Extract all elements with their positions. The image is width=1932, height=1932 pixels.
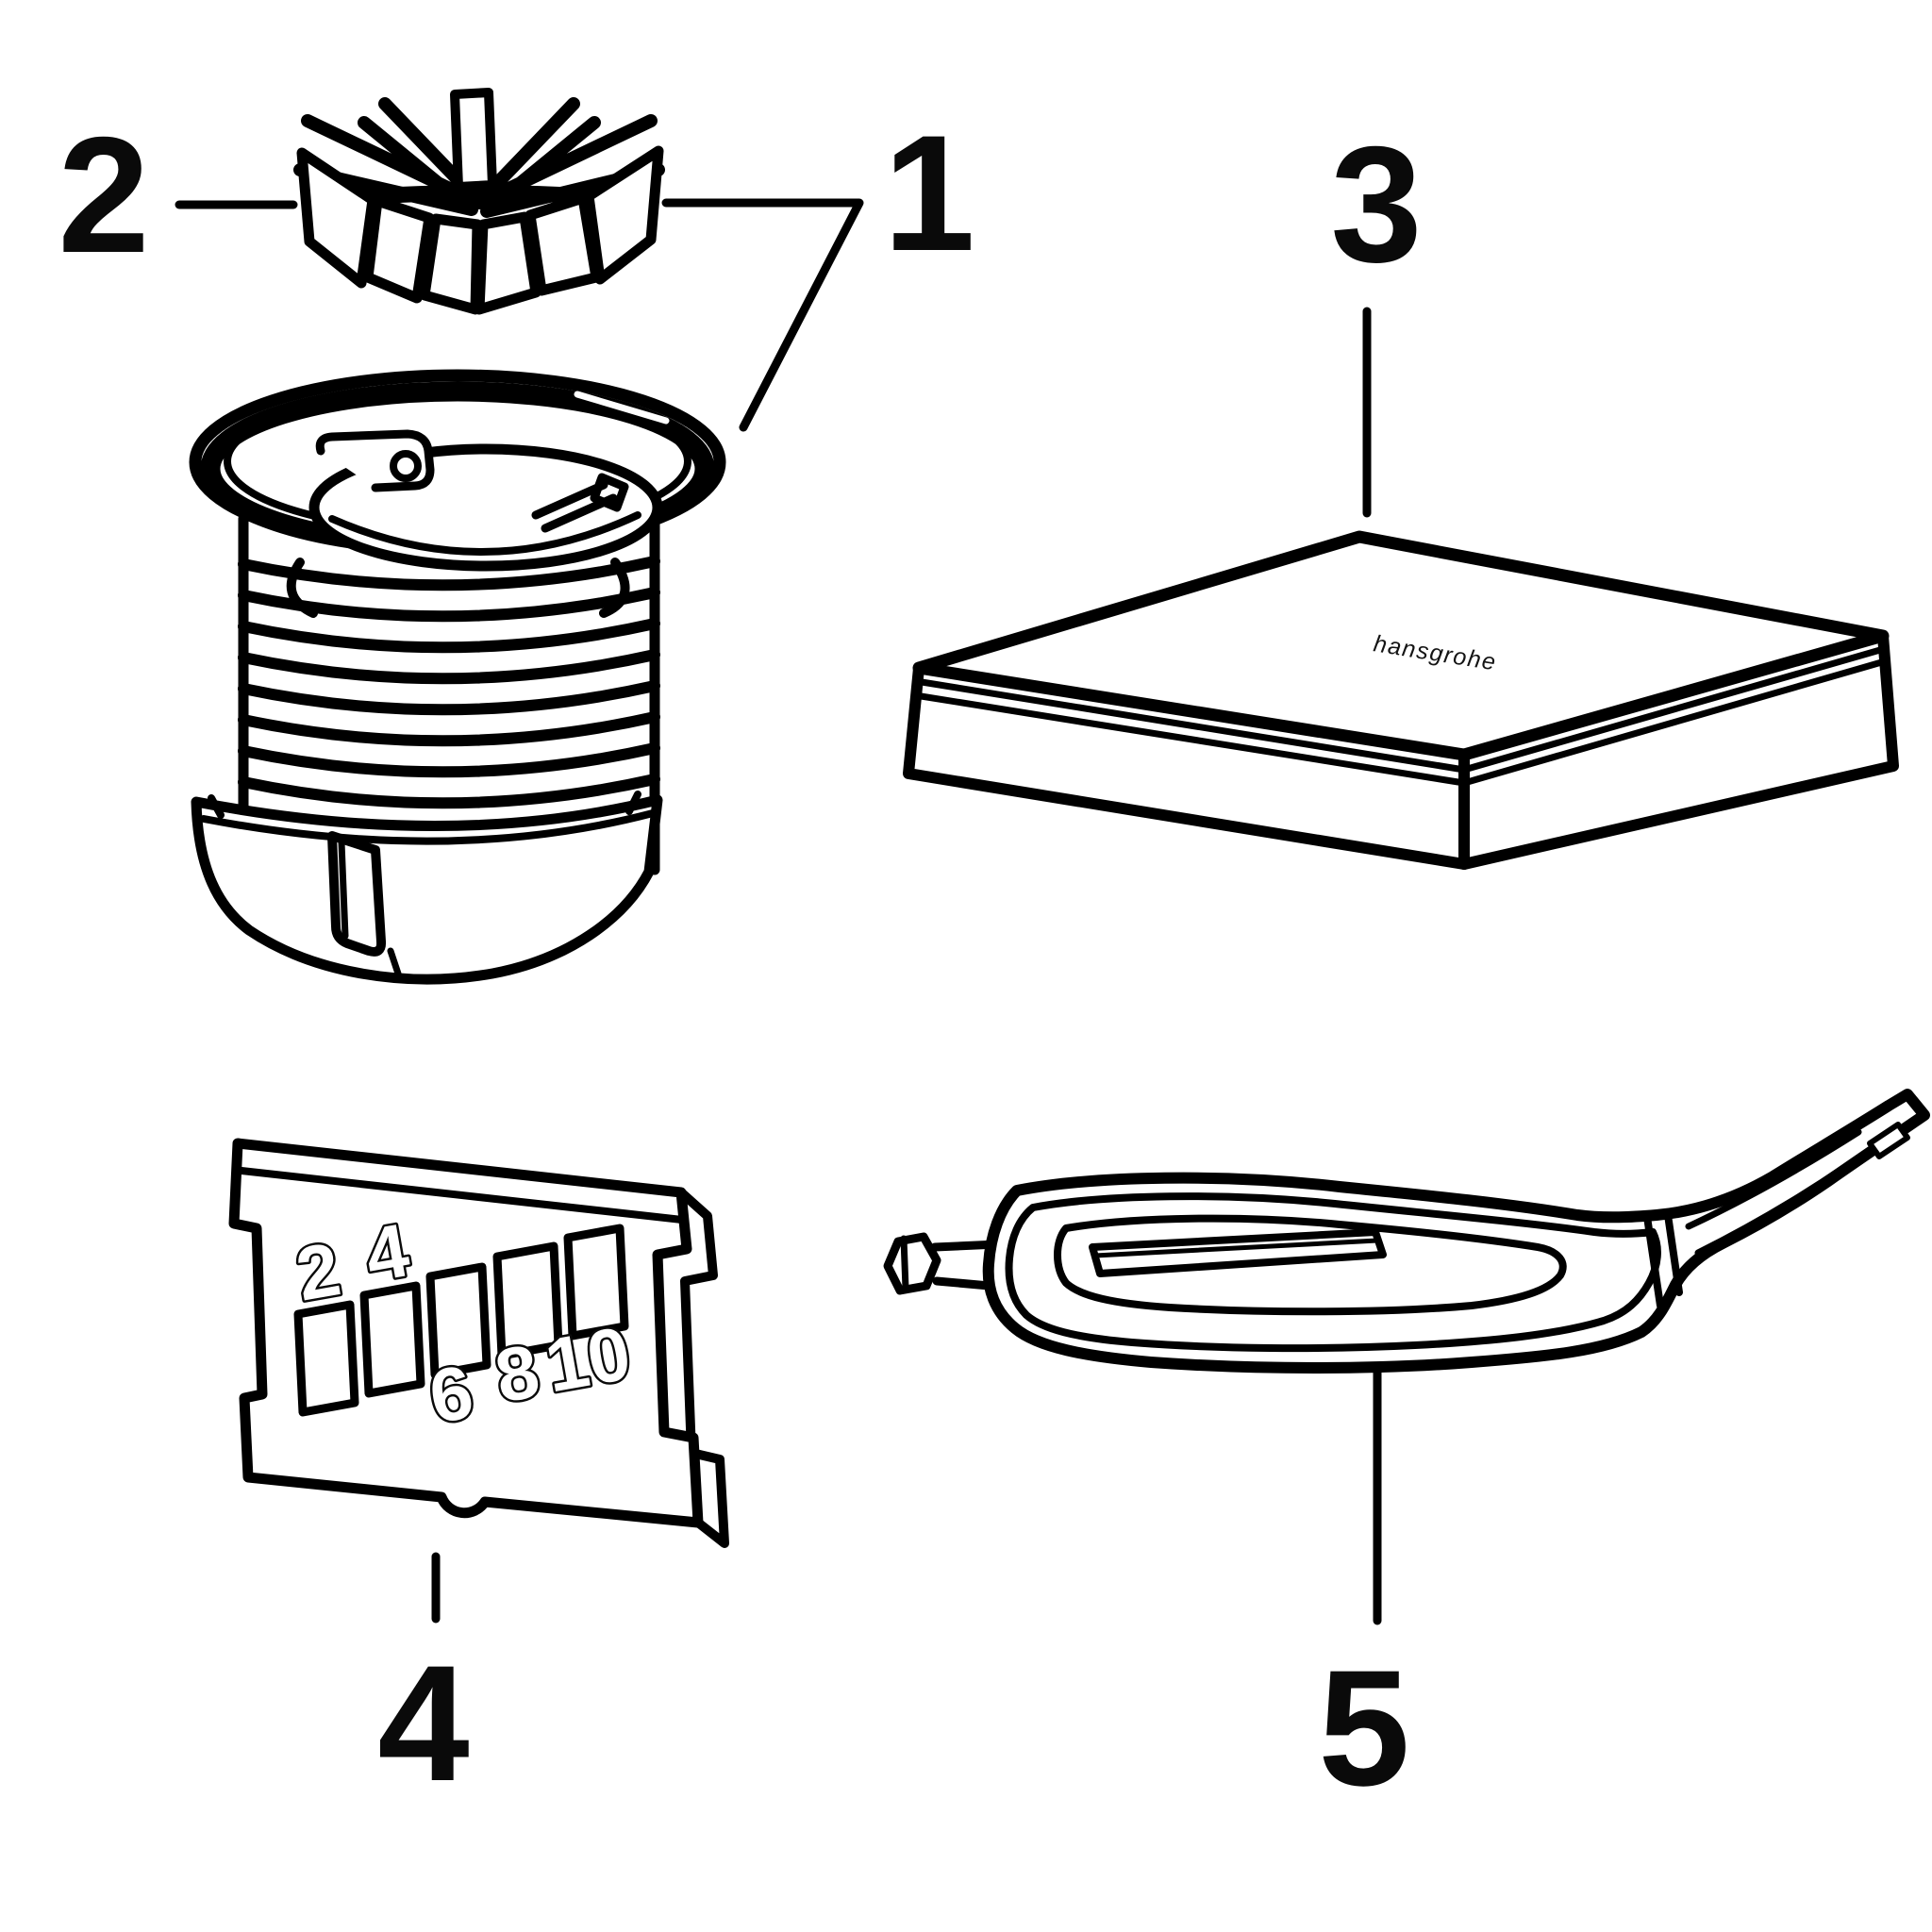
gauge-hole-4: [359, 1281, 425, 1398]
plate-chamfer-line-2: [911, 658, 1889, 787]
plate-chamfer-line-1: [918, 646, 1884, 774]
tool-neck-lines: [1643, 1211, 1683, 1309]
opening-inner-wall-arc: [328, 511, 641, 557]
part-tile-gauge-plate: 2 4 6 8 10: [228, 1138, 729, 1548]
gauge-top-band-line: [238, 1167, 686, 1224]
star-center-post: [450, 88, 497, 192]
star-front-fin: [419, 213, 483, 315]
plate-top-face: [912, 530, 1890, 761]
flange-right-clip: [531, 473, 629, 533]
star-front-fin: [474, 211, 541, 315]
part-label-4: 4: [377, 1632, 469, 1816]
tool-handle-recess-outline: [1054, 1214, 1567, 1316]
part-label-2: 2: [58, 104, 149, 288]
tool-handle-slot-depth-line: [1092, 1238, 1380, 1258]
collar-tab-fold-line: [338, 839, 402, 977]
collar-clip-ticks: [208, 791, 641, 819]
part-cover-plate: hansgrohe: [903, 530, 1899, 870]
thread-lines: [238, 556, 660, 841]
tool-handle-inner-outline: [1005, 1192, 1661, 1353]
gauge-hole-10: [563, 1224, 629, 1341]
gauge-hole-6: [425, 1262, 491, 1379]
star-front-fin: [583, 145, 664, 285]
part-star-adapter: [293, 88, 665, 315]
star-front-fin: [362, 195, 435, 304]
part-mounting-key-tool: [883, 1089, 1930, 1374]
flange-rim-notch: [574, 391, 670, 425]
tool-hex-tip: [883, 1232, 941, 1295]
gauge-hole-2: [293, 1300, 359, 1417]
part-label-3: 3: [1330, 113, 1422, 297]
part-label-1: 1: [883, 102, 974, 286]
tube-top-hooks: [286, 558, 630, 618]
tool-blade-inner-lines: [1685, 1128, 1862, 1257]
callout-leader-lines: [175, 198, 1382, 1625]
tool-hex-facet-line: [900, 1235, 909, 1292]
flange-rim-notch-edge: [568, 379, 664, 411]
part-label-5: 5: [1318, 1637, 1409, 1821]
collar-top-inner-line: [200, 809, 657, 845]
tool-handle-outline: [982, 1089, 1930, 1374]
star-front-fin: [296, 147, 378, 289]
leader-line-part1: [661, 198, 864, 432]
tool-blade-tip-notch: [1867, 1122, 1910, 1159]
callout-labels: 2 1 3 4 5: [58, 102, 1422, 1821]
gauge-number-10: 10: [540, 1310, 637, 1407]
part-threaded-basic-body: [189, 369, 726, 985]
gauge-hole-8: [492, 1241, 563, 1360]
flange-left-clip-eye: [390, 450, 422, 482]
bottom-collar: [191, 794, 663, 985]
